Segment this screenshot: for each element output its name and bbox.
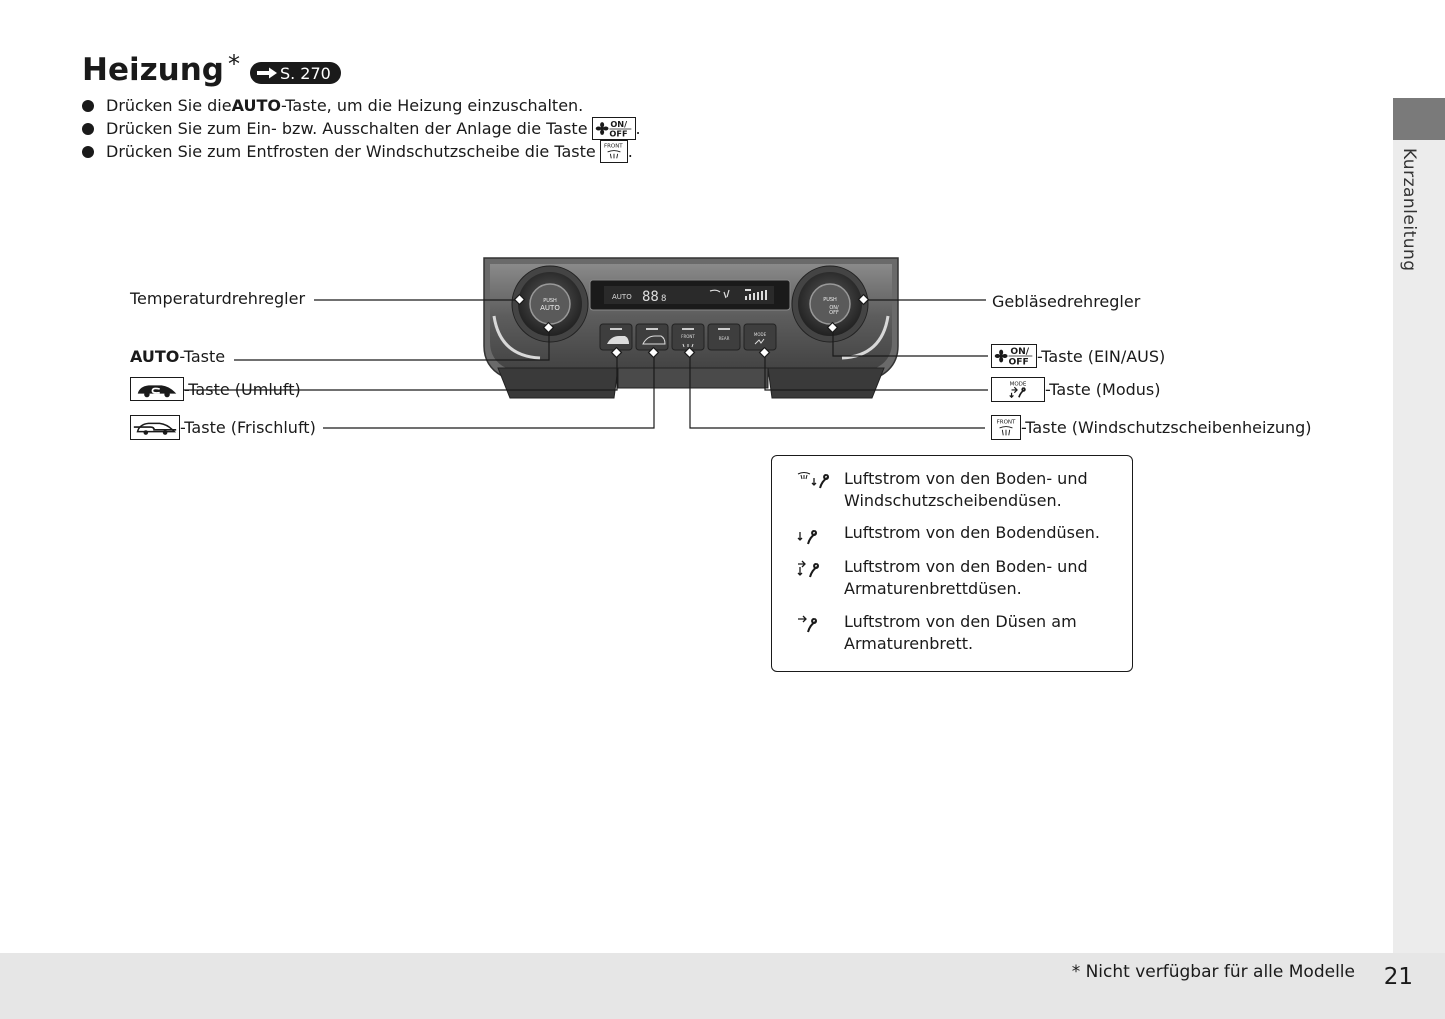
fresh-air-label-text: -Taste (Frischluft): [180, 418, 316, 437]
bullet-dot: [82, 145, 94, 158]
recirculation-label-text: -Taste (Umluft): [184, 379, 301, 399]
climate-control-panel: AUTO 88 8 PUSH AUTO PUSH ON/ OFF FRONT R…: [483, 257, 899, 399]
button-front-text: FRONT: [681, 334, 695, 339]
page-footer: [0, 953, 1445, 1019]
auto-keyword: AUTO: [231, 96, 281, 115]
legend-item: Luftstrom von den Boden- und Windschutzs…: [844, 469, 1088, 510]
display-digits: 88: [642, 289, 659, 305]
front-defrost-label-text: -Taste (Windschutzscheibenheizung): [1021, 418, 1312, 437]
heading-row: Heizung * S. 270: [82, 50, 341, 88]
front-text: FRONT: [997, 419, 1016, 425]
page-title: Heizung: [82, 52, 224, 88]
legend-item: Luftstrom von den Boden- und Armaturenbr…: [844, 557, 1088, 598]
section-tab-marker: [1393, 98, 1445, 140]
off-text: OFF: [1009, 356, 1029, 367]
floor-dashboard-airflow-icon: [797, 560, 820, 578]
section-label: Kurzanleitung: [1399, 148, 1419, 272]
list-item: Drücken Sie die AUTO-Taste, um die Heizu…: [82, 94, 641, 117]
fan-dial-label: Gebläsedrehregler: [992, 292, 1141, 311]
auto-button-label: AUTO-Taste: [130, 347, 225, 366]
on-text: ON/: [1010, 346, 1029, 357]
footnote: * Nicht verfügbar für alle Modelle: [1071, 962, 1355, 982]
auto-keyword: AUTO: [130, 347, 180, 366]
knob-on-text: ON/: [829, 305, 839, 311]
bullet-text-post: .: [635, 119, 641, 138]
mode-label-text: -Taste (Modus): [1045, 380, 1161, 399]
bullet-text-post: .: [627, 142, 633, 161]
bullet-text-pre: Drücken Sie die: [106, 96, 232, 115]
button-mode-text: MODE: [754, 332, 767, 337]
mode-text: MODE: [1010, 381, 1027, 387]
legend-item: Luftstrom von den Bodendüsen.: [844, 523, 1101, 542]
list-item: Drücken Sie zum Ein- bzw. Ausschalten de…: [82, 117, 641, 140]
availability-mark: *: [227, 50, 240, 78]
list-item: Drücken Sie zum Entfrosten der Windschut…: [82, 140, 641, 163]
button-rear-text: REAR: [719, 336, 730, 341]
dashboard-airflow-icon: [798, 615, 818, 633]
mode-button-label: MODE -Taste (Modus): [991, 377, 1160, 402]
front-defrost-icon: FRONT: [991, 415, 1021, 440]
recirculation-icon: [130, 377, 184, 401]
bullet-dot: [82, 99, 94, 112]
knob-auto-text: AUTO: [540, 304, 560, 312]
on-off-button-label: ON/ OFF -Taste (EIN/AUS): [991, 344, 1165, 368]
bullet-text-pre: Drücken Sie zum Entfrosten der Windschut…: [106, 142, 596, 161]
on-off-icon: ON/ OFF: [991, 344, 1037, 368]
airflow-mode-legend: Luftstrom von den Boden- und Windschutzs…: [771, 455, 1133, 672]
on-off-label-text: -Taste (EIN/AUS): [1037, 346, 1166, 366]
legend-item: Luftstrom von den Düsen am Armaturenbret…: [844, 612, 1077, 653]
knob-push-text: PUSH: [543, 298, 557, 304]
fresh-air-button-label: -Taste (Frischluft): [130, 415, 316, 440]
instruction-list: Drücken Sie die AUTO-Taste, um die Heizu…: [82, 94, 641, 163]
section-strip: [1393, 140, 1445, 953]
on-text: ON/: [610, 119, 627, 129]
recirculation-button-label: -Taste (Umluft): [130, 377, 301, 401]
front-text: FRONT: [604, 143, 623, 149]
bullet-text-pre: Drücken Sie zum Ein- bzw. Ausschalten de…: [106, 119, 588, 138]
knob-push-text: PUSH: [823, 297, 837, 303]
auto-button-suffix: -Taste: [179, 347, 226, 366]
front-defrost-button-label: FRONT -Taste (Windschutzscheibenheizung): [991, 415, 1312, 440]
front-defrost-button-icon: FRONT: [599, 140, 628, 163]
knob-off-text: OFF: [829, 310, 839, 316]
floor-windshield-airflow-icon: [797, 472, 830, 489]
bullet-text-post: -Taste, um die Heizung einzuschalten.: [280, 96, 584, 115]
temperature-dial-label: Temperaturdrehregler: [130, 289, 306, 308]
on-off-button-icon: ON/ OFF: [591, 117, 636, 140]
display-auto-text: AUTO: [612, 293, 632, 301]
off-text: OFF: [609, 128, 627, 138]
page-reference-text: S. 270: [279, 63, 331, 83]
floor-airflow-icon: [797, 530, 818, 545]
page-number: 21: [1383, 964, 1413, 990]
page-reference-link[interactable]: S. 270: [249, 62, 341, 84]
fresh-air-icon: [130, 415, 180, 440]
arrow-right-icon: [256, 67, 277, 79]
bullet-dot: [82, 122, 94, 135]
mode-icon: MODE: [991, 377, 1045, 402]
display-small-digit: 8: [661, 294, 666, 304]
